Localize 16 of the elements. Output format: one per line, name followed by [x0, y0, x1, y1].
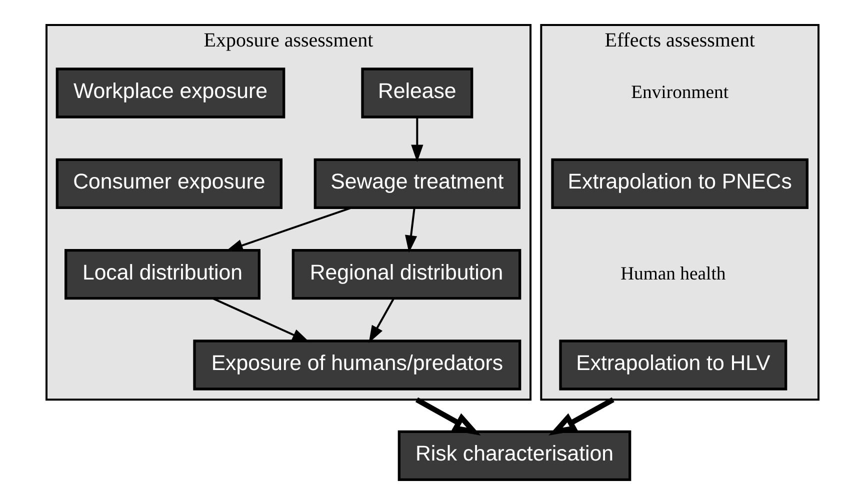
arrow	[404, 208, 417, 252]
node-box: Exposure of humans/predators	[192, 339, 521, 390]
node-label: Human health	[620, 262, 726, 284]
arrow	[368, 298, 394, 343]
node-box: Release	[360, 67, 473, 118]
node-label: Environment	[630, 81, 728, 102]
node-box: Sewage treatment	[313, 158, 520, 208]
arrow	[410, 116, 423, 162]
node-box: Extrapolation to HLV	[558, 339, 787, 390]
node-box: Workplace exposure	[55, 67, 285, 118]
node-box: Consumer exposure	[55, 158, 282, 208]
node-box: Risk characterisation	[397, 430, 631, 480]
node-box: Extrapolation to PNECs	[550, 158, 808, 208]
node-box: Regional distribution	[291, 248, 521, 300]
node-box: Local distribution	[64, 248, 260, 300]
arrow	[212, 297, 310, 342]
